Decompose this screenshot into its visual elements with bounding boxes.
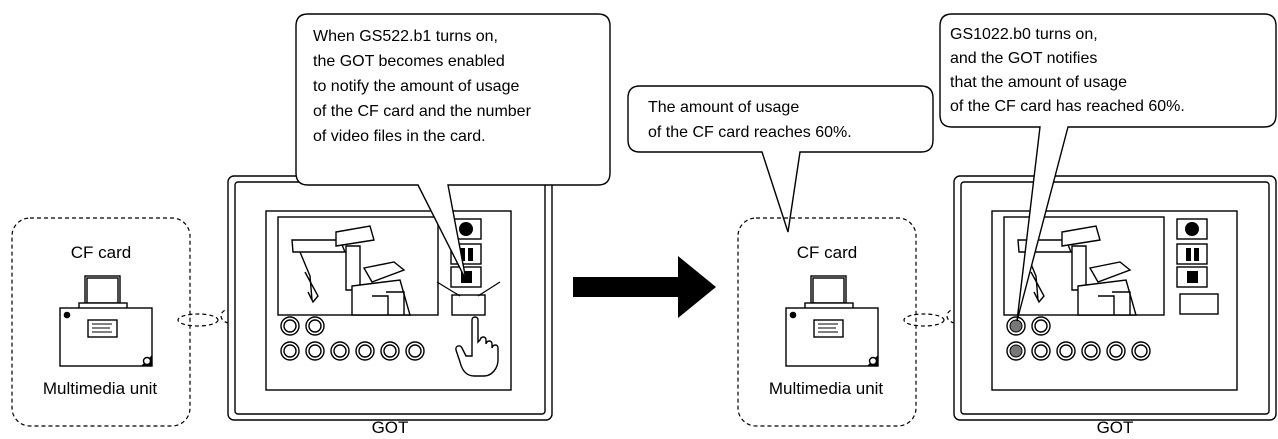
got-label-left: GOT [372,418,409,437]
cf-card-label-right: CF card [797,243,857,262]
record-icon [459,222,473,236]
multimedia-unit-group-right: CF card Multimedia unit [737,217,917,427]
pause-button-right[interactable] [1176,243,1208,265]
multimedia-unit-right [785,275,879,367]
stop-icon [461,271,472,283]
lamp-row-1-left [280,316,325,336]
callout-left-line-3: to notify the amount of usage [313,78,519,95]
notify-button-right[interactable] [1179,293,1219,315]
pointing-hand-icon [455,316,499,377]
multimedia-unit-left [59,275,153,367]
got-right: GOT [953,175,1277,437]
callout-left-line-2: the GOT becomes enabled [313,53,505,70]
callout-left-line-5: of video files in the card. [313,128,486,145]
lamp-row-2-left [280,341,425,361]
callout-middle-line-2: of the CF card reaches 60%. [648,124,852,141]
notify-touch-button-left[interactable] [436,281,501,316]
pause-icon [460,248,465,261]
lamp-row-1-right [1006,316,1051,336]
pause-icon [1186,248,1191,261]
record-icon [1185,222,1199,236]
lamp-lit-usage [1009,319,1023,333]
lamp-lit-count [1009,344,1023,358]
robot-illustration-left [291,225,411,316]
callout-middle: The amount of usage of the CF card reach… [627,85,934,233]
robot-illustration-right [1017,225,1137,316]
got-label-right: GOT [1097,418,1134,437]
callout-right: GS1022.b0 turns on, and the GOT notifies… [939,13,1277,322]
callout-right-line-4: of the CF card has reached 60%. [950,98,1185,115]
multimedia-unit-label-left: Multimedia unit [43,379,158,398]
lamp-row-2-right [1006,341,1151,361]
record-button-right[interactable] [1176,218,1208,240]
stop-icon [1187,271,1198,283]
callout-right-line-3: that the amount of usage [950,74,1127,91]
callout-middle-line-1: The amount of usage [648,99,799,116]
callout-left-line-4: of the CF card and the number [313,103,532,120]
right-arrow-icon [573,256,716,318]
callout-left-line-1: When GS522.b1 turns on, [313,28,498,45]
stop-button-right[interactable] [1176,266,1208,288]
callout-left: When GS522.b1 turns on, the GOT becomes … [295,13,611,281]
multimedia-unit-label-right: Multimedia unit [769,379,884,398]
record-button-left[interactable] [450,218,482,240]
callout-right-line-1: GS1022.b0 turns on, [950,26,1098,43]
got-left: GOT [227,175,553,437]
callout-right-line-2: and the GOT notifies [950,50,1097,67]
multimedia-unit-group-left: CF card Multimedia unit [11,217,191,427]
cf-card-label-left: CF card [71,243,131,262]
